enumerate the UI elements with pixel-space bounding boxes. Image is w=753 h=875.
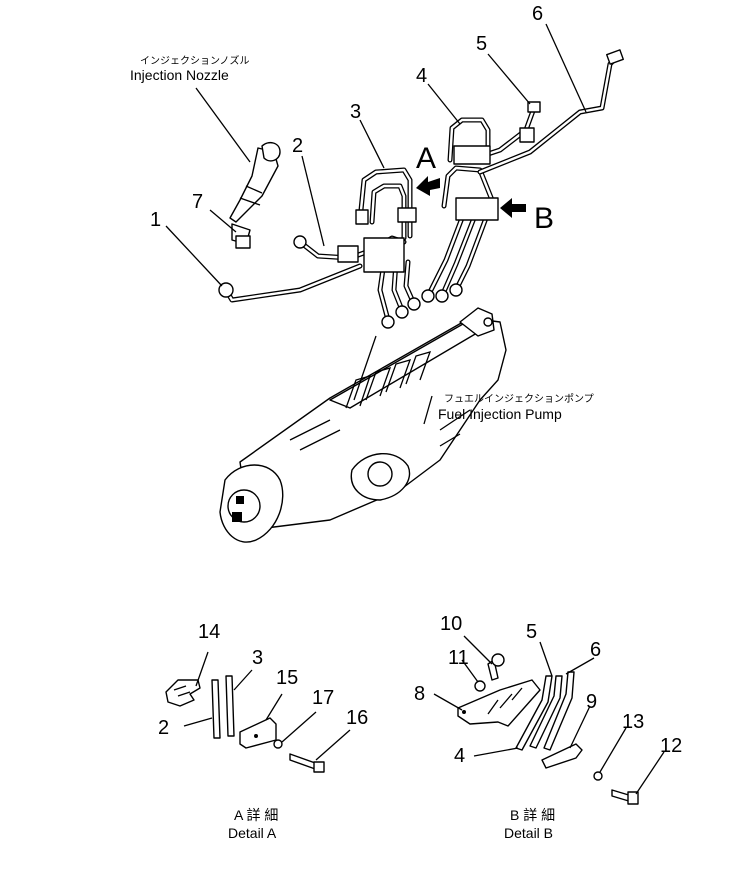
callout-1: 1 xyxy=(150,209,161,231)
injection-nozzle xyxy=(229,141,281,249)
nozzle-label-en: Injection Nozzle xyxy=(130,67,229,83)
detail-b-callout-8: 8 xyxy=(414,683,425,705)
detail-b-callout-6: 6 xyxy=(590,639,601,661)
callout-7: 7 xyxy=(192,191,203,213)
detail-a-callout-17: 17 xyxy=(312,687,334,709)
detail-a-drawing xyxy=(165,651,351,773)
detail-a-caption-jp: A 詳 細 xyxy=(234,807,278,823)
detail-b-callout-13: 13 xyxy=(622,711,644,733)
fuel-injection-pump xyxy=(219,307,507,543)
callout-2: 2 xyxy=(292,135,303,157)
detail-a-callout-15: 15 xyxy=(276,667,298,689)
detail-a-callout-16: 16 xyxy=(346,707,368,729)
callout-6: 6 xyxy=(532,3,543,25)
detail-b-callout-11: 11 xyxy=(448,647,469,669)
pump-label-jp: フュエルインジェクションポンプ xyxy=(444,393,594,405)
callout-4: 4 xyxy=(416,65,427,87)
nozzle-label-jp: インジェクションノズル xyxy=(140,54,250,67)
detail-a-callout-14: 14 xyxy=(198,621,220,643)
pump-label-en: Fuel Injection Pump xyxy=(438,406,562,422)
detail-a-callout-2: 2 xyxy=(158,717,169,739)
view-arrow-a xyxy=(416,176,440,196)
detail-b-drawing xyxy=(433,635,665,805)
detail-b-caption-jp: B 詳 細 xyxy=(510,807,555,823)
detail-b-callout-9: 9 xyxy=(586,691,597,713)
detail-a-caption-en: Detail A xyxy=(228,825,277,841)
callout-3: 3 xyxy=(350,101,361,123)
leader-lines-top xyxy=(165,23,587,425)
detail-b-callout-10: 10 xyxy=(440,613,462,635)
detail-a-callout-3: 3 xyxy=(252,647,263,669)
detail-b-callout-4: 4 xyxy=(454,745,465,767)
view-arrow-b xyxy=(500,198,526,218)
view-label-a: A xyxy=(416,142,436,175)
callout-5: 5 xyxy=(476,33,487,55)
detail-b-callout-5: 5 xyxy=(526,621,537,643)
injection-pipes xyxy=(218,49,624,329)
view-label-b: B xyxy=(534,202,554,235)
detail-b-caption-en: Detail B xyxy=(504,825,553,841)
detail-b-callout-12: 12 xyxy=(660,735,682,757)
